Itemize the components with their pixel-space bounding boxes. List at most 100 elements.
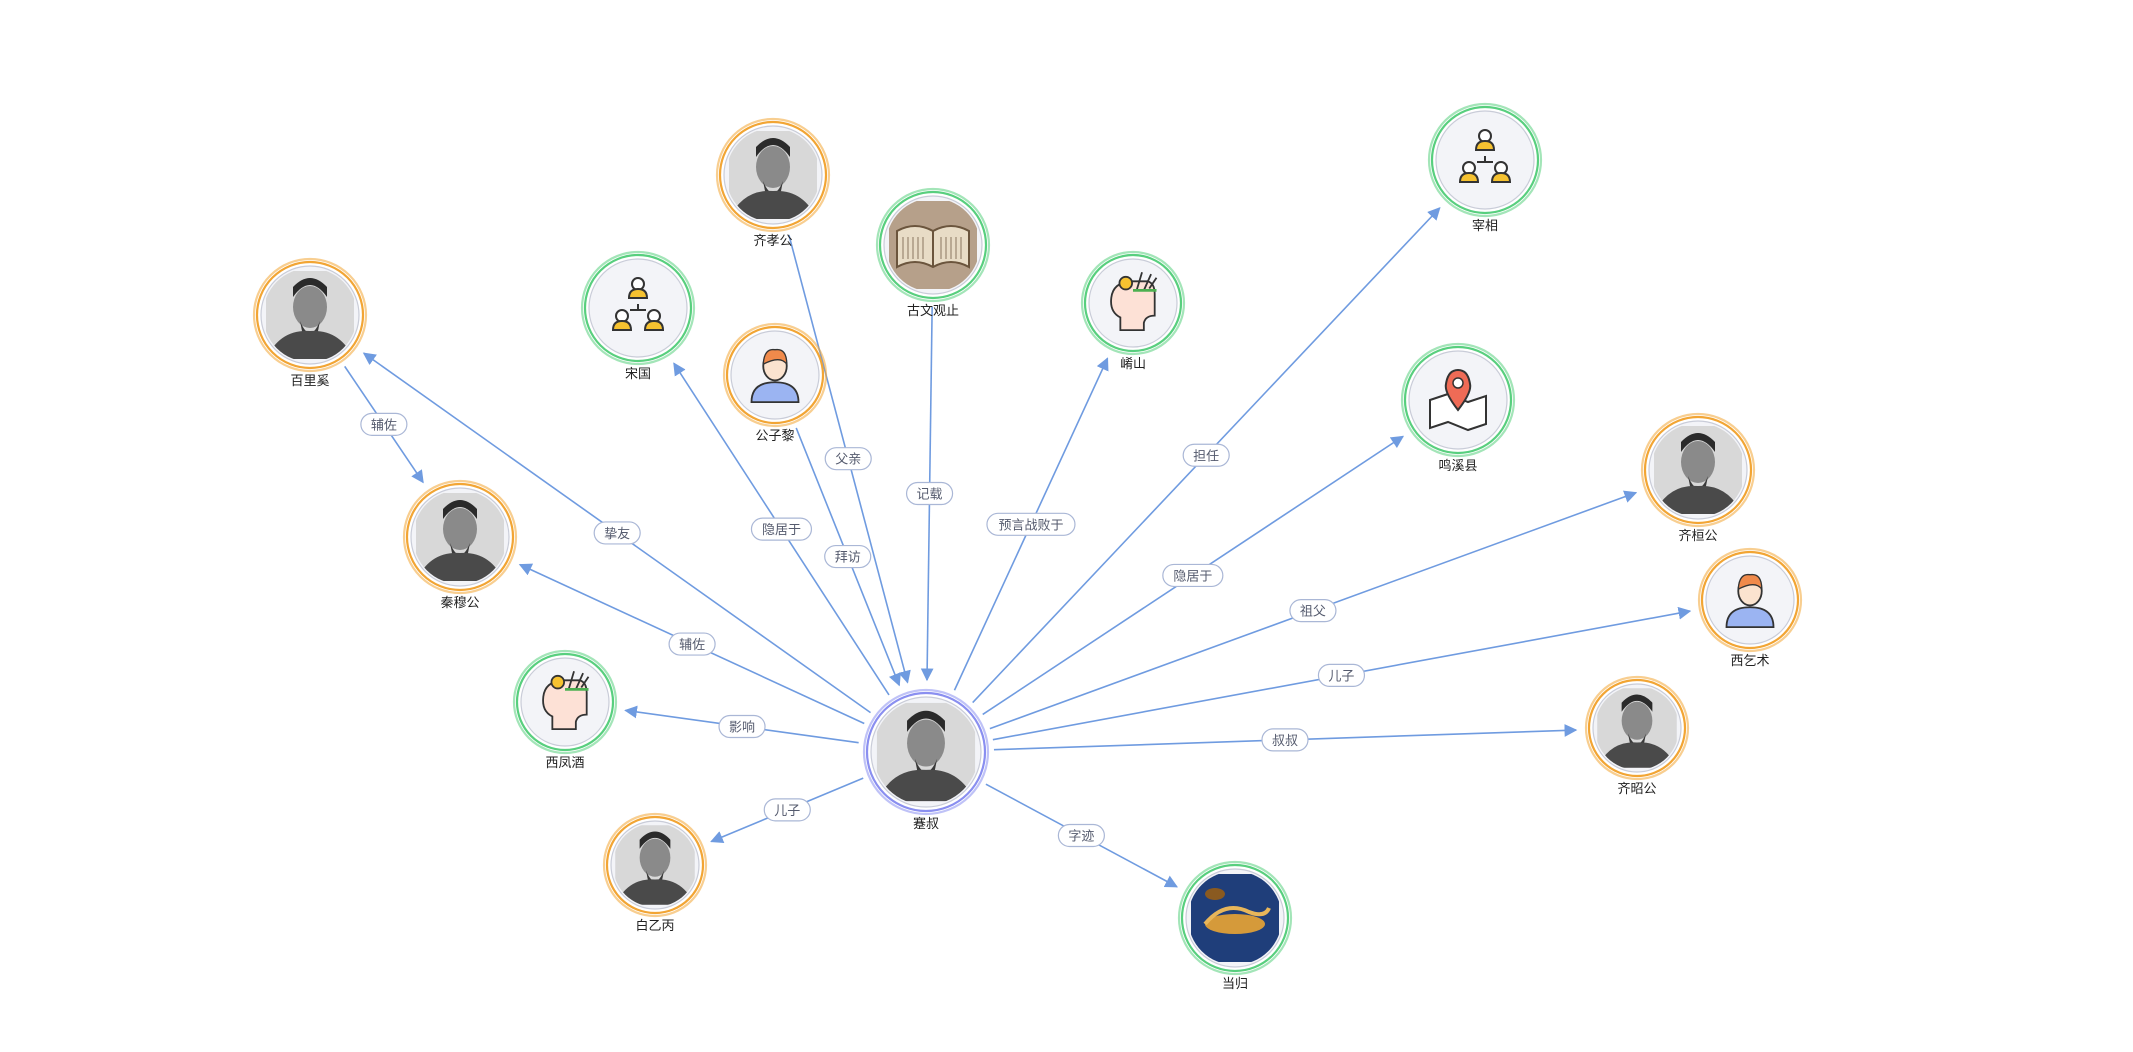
node-ring xyxy=(583,253,693,363)
node-outer-ring xyxy=(1400,342,1516,458)
node-label: 齐昭公 xyxy=(1617,781,1656,797)
center-node[interactable]: 蹇叔 xyxy=(862,688,990,832)
node-ring xyxy=(718,120,828,230)
node-label: 秦穆公 xyxy=(440,596,479,611)
node-label: 齐孝公 xyxy=(753,233,792,249)
edge-label[interactable]: 父亲 xyxy=(824,447,872,471)
node-qizhao[interactable]: 齐昭公 xyxy=(1584,675,1690,797)
node-ring xyxy=(1430,105,1540,215)
edge-label[interactable]: 担任 xyxy=(1182,443,1230,467)
node-mingxi[interactable]: 鸣溪县 xyxy=(1400,342,1516,474)
node-guwen[interactable]: 古文观止 xyxy=(875,187,991,319)
edge-label-text: 辅佐 xyxy=(371,418,397,433)
edge-label-text: 预言战败于 xyxy=(998,518,1063,533)
idea-head-icon xyxy=(542,671,590,731)
node-outer-ring xyxy=(1427,102,1543,218)
node-ring xyxy=(255,260,365,370)
portrait-icon xyxy=(1654,426,1742,514)
node-outer-ring xyxy=(1584,675,1690,781)
edge-label-box xyxy=(1261,728,1309,752)
node-label: 宰相 xyxy=(1472,218,1498,234)
edge-label-box xyxy=(1162,563,1224,588)
node-ring xyxy=(405,482,515,592)
edge-label-box xyxy=(986,512,1076,536)
edge-label-text: 叔叔 xyxy=(1272,734,1298,749)
edge-label[interactable]: 儿子 xyxy=(763,798,811,822)
edge-label-box xyxy=(763,798,811,822)
node-xiqishu[interactable]: 西乞术 xyxy=(1697,547,1803,669)
node-label: 齐桓公 xyxy=(1678,528,1717,544)
edge-label[interactable]: 挚友 xyxy=(593,521,641,545)
node-ring xyxy=(1180,863,1290,973)
node-outer-ring xyxy=(722,322,828,428)
edge-label-box xyxy=(1317,663,1366,687)
edge-label-text: 隐居于 xyxy=(1173,569,1212,584)
node-songguo[interactable]: 宋国 xyxy=(580,250,696,382)
edge-label-text: 父亲 xyxy=(835,453,861,468)
node-label: 百里奚 xyxy=(290,374,329,389)
edge-label[interactable]: 记载 xyxy=(905,481,954,506)
node-gongzili[interactable]: 公子黎 xyxy=(722,322,828,444)
edge-label[interactable]: 叔叔 xyxy=(1261,728,1309,752)
edge-label-text: 担任 xyxy=(1193,449,1219,464)
node-ring xyxy=(605,815,705,915)
node-qinmu[interactable]: 秦穆公 xyxy=(402,479,518,611)
node-ring xyxy=(1700,550,1800,650)
node-baili[interactable]: 百里奚 xyxy=(252,257,368,389)
book-icon xyxy=(889,201,977,289)
node-outer-ring xyxy=(862,688,990,816)
node-baiyibing[interactable]: 白乙丙 xyxy=(602,812,708,934)
idea-head-icon xyxy=(1110,272,1158,332)
edge-label-text: 拜访 xyxy=(835,551,861,566)
edge-label-box xyxy=(668,632,716,656)
node-qixiao[interactable]: 齐孝公 xyxy=(715,117,831,249)
user-icon xyxy=(750,348,800,404)
edge-label[interactable]: 辅佐 xyxy=(360,412,408,436)
node-label: 鸣溪县 xyxy=(1438,458,1477,474)
node-label: 西凤酒 xyxy=(545,756,584,771)
node-outer-ring xyxy=(402,479,518,595)
node-xiaoshan[interactable]: 崤山 xyxy=(1080,250,1186,372)
node-qihuan[interactable]: 齐桓公 xyxy=(1640,412,1756,544)
edge-label[interactable]: 隐居于 xyxy=(1162,563,1224,588)
node-outer-ring xyxy=(580,250,696,366)
edge-label-text: 儿子 xyxy=(1328,669,1354,684)
node-label: 公子黎 xyxy=(755,429,794,444)
edge-label-text: 儿子 xyxy=(774,804,800,819)
edge-label-box xyxy=(360,412,408,436)
node-danggui[interactable]: 当归 xyxy=(1177,860,1293,992)
node-xifengqi[interactable]: 西凤酒 xyxy=(512,649,618,771)
node-ring xyxy=(1587,678,1687,778)
edge-label-text: 辅佐 xyxy=(679,638,705,653)
edge-label-text: 字迹 xyxy=(1068,829,1094,844)
edge-label[interactable]: 隐居于 xyxy=(750,517,813,541)
edge-label-box xyxy=(1182,443,1230,467)
portrait-icon xyxy=(1597,688,1677,768)
node-outer-ring xyxy=(252,257,368,373)
portrait-icon xyxy=(266,271,354,359)
edge-label-text: 隐居于 xyxy=(762,523,801,538)
portrait-icon xyxy=(416,493,504,581)
edge-label[interactable]: 儿子 xyxy=(1317,663,1366,687)
node-label: 宋国 xyxy=(625,367,651,382)
node-label: 西乞术 xyxy=(1730,654,1769,669)
edge-label-box xyxy=(750,517,813,541)
edge-label[interactable]: 影响 xyxy=(718,714,766,739)
edge-label[interactable]: 预言战败于 xyxy=(986,512,1076,536)
edge-label[interactable]: 祖父 xyxy=(1289,599,1337,623)
edge-label-box xyxy=(824,544,872,569)
edge-label[interactable]: 辅佐 xyxy=(668,632,716,656)
edge-label-box xyxy=(1289,599,1337,623)
node-ring xyxy=(1083,253,1183,353)
portrait-icon xyxy=(729,131,817,219)
edge-label-text: 记载 xyxy=(917,488,943,503)
node-zaixiang[interactable]: 宰相 xyxy=(1427,102,1543,234)
edge-label-box xyxy=(593,521,641,545)
edge-label-text: 影响 xyxy=(729,720,755,736)
edge-label[interactable]: 拜访 xyxy=(824,544,872,569)
edge-label[interactable]: 字迹 xyxy=(1057,823,1105,848)
portrait-icon xyxy=(615,825,695,905)
org-chart-icon xyxy=(611,277,665,331)
